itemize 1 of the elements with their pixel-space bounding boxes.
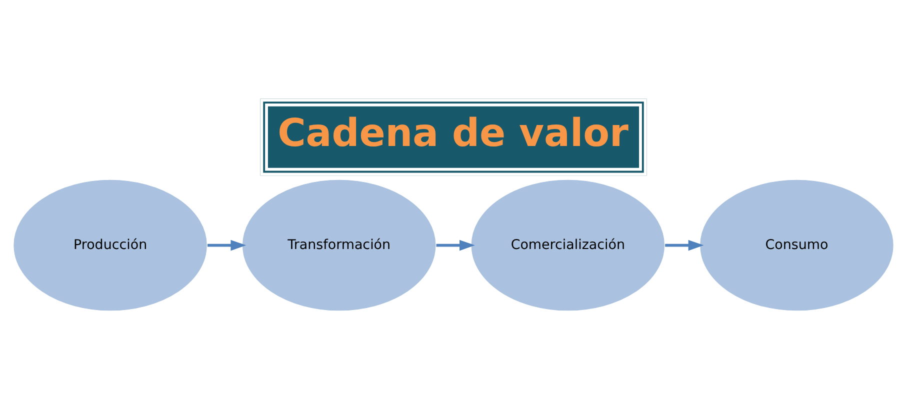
diagram-title: Cadena de valor xyxy=(278,110,628,156)
